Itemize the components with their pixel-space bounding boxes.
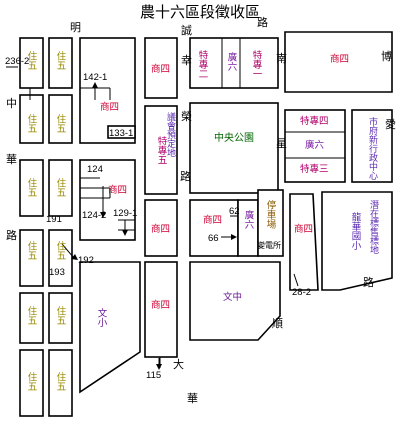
label-res-b: 住五	[55, 50, 67, 70]
label-sh-2: 商四	[108, 184, 127, 196]
label-sh-8: 商四	[294, 223, 313, 235]
block-special-1-2	[284, 109, 346, 183]
label-guang-2: 廣六	[305, 139, 325, 151]
block-school-middle	[189, 261, 281, 341]
block-commercial-7	[289, 193, 319, 291]
block-res-a2	[48, 37, 73, 89]
block-central-park	[189, 102, 279, 194]
parcel-124b: 124-2	[82, 210, 106, 221]
road-nan: 南	[276, 52, 287, 65]
block-commercial-3	[144, 37, 178, 99]
label-tz-2: 特專三	[300, 163, 329, 175]
block-commercial-5	[144, 261, 178, 358]
label-park: 中央公園	[214, 131, 254, 144]
block-res-e2	[48, 292, 73, 344]
label-res-h: 住五	[55, 240, 67, 260]
road-shun: 順	[272, 317, 283, 330]
road-lu-top: 路	[257, 16, 268, 29]
road-da: 大	[173, 357, 184, 371]
parcel-236: 236-2	[5, 56, 29, 67]
label-res-i: 住五	[26, 305, 38, 325]
label-tz-1: 特專四	[300, 115, 329, 127]
label-guang-3: 廣六	[243, 209, 255, 230]
parcel-193: 193	[49, 267, 65, 278]
parcel-62: 62	[229, 206, 240, 217]
block-commercial-4	[144, 199, 178, 257]
label-power: 變電所	[257, 240, 281, 250]
block-special-row	[189, 37, 279, 89]
label-res-g: 住五	[26, 240, 38, 260]
label-sh-7: 商四	[330, 53, 349, 65]
label-tz-4: 特專二	[197, 49, 209, 78]
block-civic-center	[351, 109, 393, 183]
label-tz-3: 特專一	[251, 49, 263, 78]
parcel-192: 192	[78, 255, 94, 266]
map-title: 農十六區段徵收區	[140, 3, 260, 21]
label-res-d: 住五	[55, 113, 67, 133]
block-commercial-6	[189, 199, 239, 257]
road-lu-left: 路	[6, 229, 17, 242]
road-ming: 明	[70, 21, 81, 34]
block-res-a1	[19, 37, 44, 89]
block-special-5	[144, 105, 178, 195]
label-civic-2: 議會預定地	[165, 111, 176, 157]
label-res-l: 住五	[55, 371, 67, 391]
block-school-elementary	[79, 261, 141, 394]
parcel-133: 133-1	[109, 128, 133, 139]
label-sh-1: 商四	[100, 101, 119, 113]
label-civic-3: 潛在標售標地	[368, 200, 379, 254]
label-school-2: 文中	[223, 291, 242, 303]
label-res-a: 住五	[26, 50, 38, 70]
parcel-124: 124	[87, 164, 103, 175]
label-school-1: 文小	[96, 307, 108, 328]
parcel-28: 28-2	[292, 287, 311, 298]
label-res-j: 住五	[55, 305, 67, 325]
label-res-f: 住五	[55, 177, 67, 197]
parcel-191: 191	[46, 214, 62, 225]
parcel-142: 142-1	[83, 72, 107, 83]
parcel-66: 66	[208, 233, 219, 244]
block-longhua	[321, 191, 393, 291]
road-lu-mid: 路	[180, 170, 191, 183]
block-res-e1	[19, 292, 44, 344]
block-res-f1	[19, 349, 44, 417]
label-civic-1: 市府新行政中心	[367, 116, 378, 180]
block-res-c2	[48, 159, 73, 217]
label-sh-3: 商四	[151, 63, 170, 75]
label-sh-5: 商四	[151, 299, 170, 311]
block-res-f2	[48, 349, 73, 417]
label-tz-5: 特專五	[156, 135, 168, 164]
block-parking	[257, 189, 284, 257]
road-rong: 榮	[181, 109, 192, 123]
road-fu: 幸	[181, 54, 192, 67]
label-civic-4: 龍華國小	[350, 211, 362, 251]
block-large-commercial	[284, 31, 393, 93]
label-res-k: 住五	[26, 371, 38, 391]
label-sh-4: 商四	[151, 223, 170, 235]
road-bo: 博	[381, 50, 392, 63]
road-lu-right: 路	[363, 276, 374, 289]
road-zhong: 中	[6, 97, 17, 110]
block-res-b2	[48, 94, 73, 144]
res-labels: 住五 住五 住五 住五 住五 住五 住五 住五 住五 住五 住五 住五	[26, 50, 67, 391]
block-133	[107, 125, 136, 139]
block-res-d1	[19, 229, 44, 287]
label-res-e: 住五	[26, 177, 38, 197]
road-hua2: 華	[187, 392, 198, 405]
block-res-b1	[19, 94, 44, 144]
label-res-c: 住五	[26, 113, 38, 133]
parcel-115: 115	[146, 370, 161, 381]
road-ai: 愛	[385, 118, 396, 131]
road-hua: 華	[6, 153, 17, 166]
block-res-c1	[19, 159, 44, 217]
label-sh-6: 商四	[203, 214, 222, 226]
block-commercial-2	[79, 159, 136, 241]
road-xing: 星	[276, 137, 287, 150]
parcel-129: 129-1	[113, 208, 137, 219]
road-cheng: 誠	[181, 24, 192, 37]
label-guang-1: 廣六	[226, 51, 238, 72]
label-parking: 停車場	[265, 199, 277, 229]
